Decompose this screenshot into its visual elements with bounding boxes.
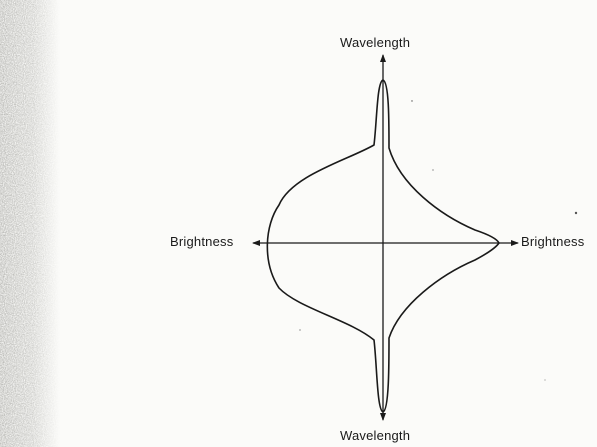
wavelength-label-bottom: Wavelength: [340, 428, 411, 443]
brightness-distribution-curve: [266, 79, 500, 413]
scan-edge-shadow: [0, 0, 60, 447]
brightness-label-left: Brightness: [170, 234, 234, 249]
scan-specks: [299, 100, 578, 381]
wavelength-label-top: Wavelength: [340, 35, 411, 50]
brightness-label-right: Brightness: [521, 234, 585, 249]
